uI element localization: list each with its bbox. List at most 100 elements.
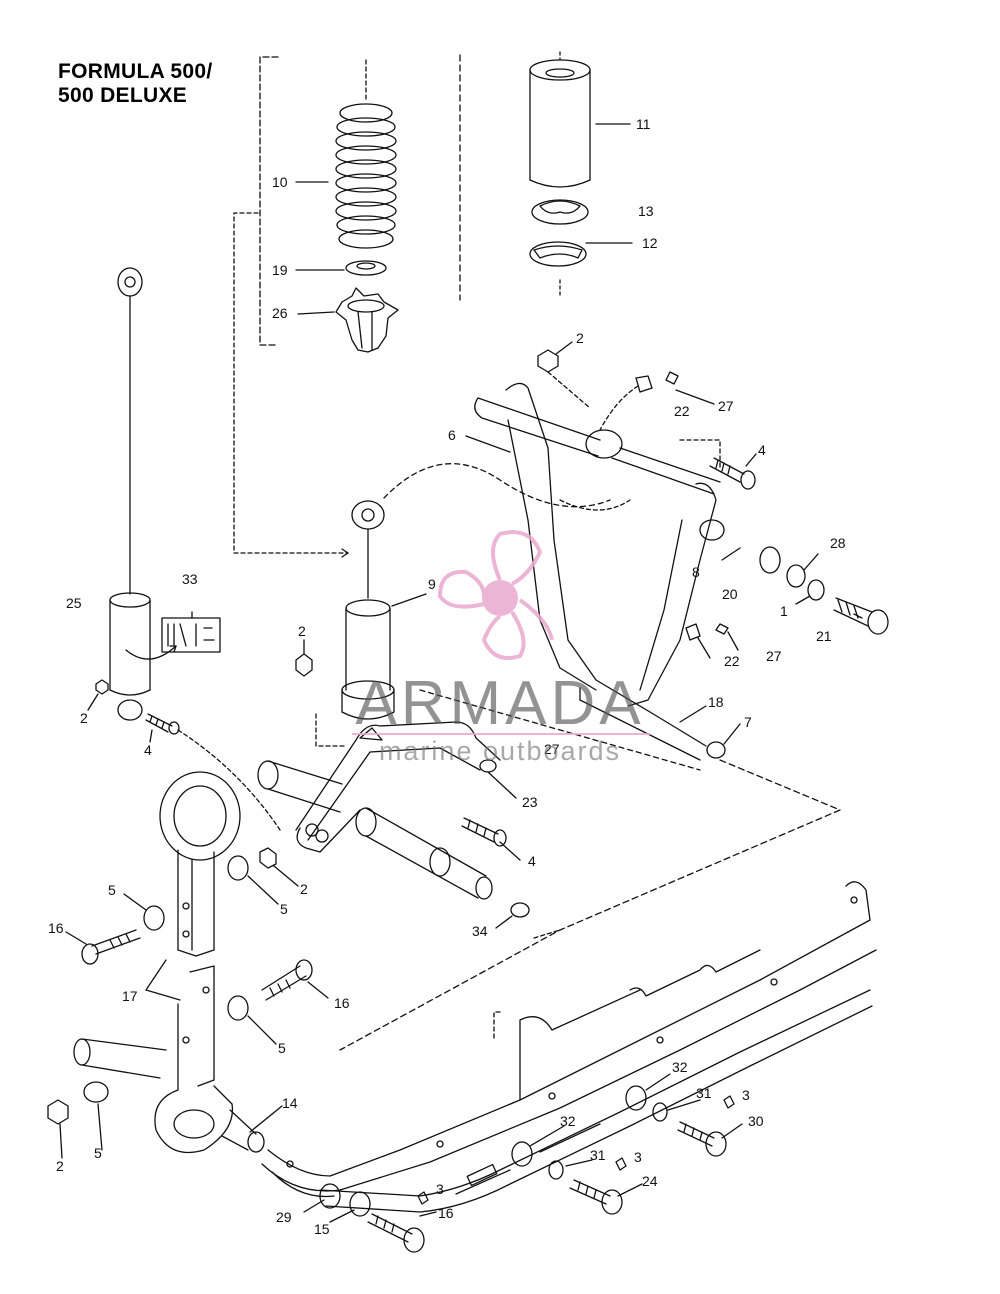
- coil-spring: [335, 59, 397, 249]
- bolt-24: [569, 1179, 623, 1215]
- washer-5-b: [143, 905, 165, 931]
- callout-3-b: 3: [634, 1149, 642, 1165]
- nut-2-c: [47, 1099, 69, 1125]
- grease-fitting-lower: [685, 623, 729, 641]
- callout-26: 26: [272, 305, 288, 321]
- callout-2-top: 2: [576, 330, 584, 346]
- slide-rail-right: [319, 989, 873, 1213]
- washer-1: [807, 579, 825, 601]
- washer-5-d: [83, 1081, 109, 1103]
- callout-16-left: 16: [48, 920, 64, 936]
- callout-5-c: 5: [278, 1040, 286, 1056]
- watermark: ARMADA marine outboards: [352, 530, 650, 766]
- callout-22-lower: 22: [724, 653, 740, 669]
- callout-16-bottom: 16: [438, 1205, 454, 1221]
- callout-3-c: 3: [436, 1181, 444, 1197]
- washer-5-c: [227, 995, 249, 1021]
- callout-2-link: 2: [300, 881, 308, 897]
- shock-absorber: [341, 463, 611, 720]
- washer-31-a: [652, 1102, 668, 1122]
- callout-30: 30: [748, 1113, 764, 1129]
- callout-21: 21: [816, 628, 832, 644]
- callout-15: 15: [314, 1221, 330, 1237]
- watermark-tagline: marine outboards: [379, 736, 621, 766]
- washer-31-b: [548, 1160, 564, 1180]
- diagram-title-line2: 500 DELUXE: [58, 84, 188, 107]
- leader-lines: [59, 123, 863, 1223]
- callout-28: 28: [830, 535, 846, 551]
- nut-3-c: [417, 1191, 429, 1205]
- bolt-4-left: [145, 713, 281, 831]
- callout-23: 23: [522, 794, 538, 810]
- callout-31-b: 31: [590, 1147, 606, 1163]
- callout-4-upper: 4: [758, 442, 766, 458]
- callout-12: 12: [642, 235, 658, 251]
- callout-9: 9: [428, 576, 436, 592]
- front-link: [154, 771, 241, 1154]
- nut-2-b: [259, 847, 277, 869]
- callout-27-lower: 27: [766, 648, 782, 664]
- callout-32-a: 32: [672, 1059, 688, 1075]
- callout-18: 18: [708, 694, 724, 710]
- decal-33: [161, 617, 221, 653]
- nut-2-mid: [295, 653, 313, 677]
- spring-kit-bracket: [259, 56, 279, 346]
- ring-12: [529, 241, 587, 299]
- adjuster-cam: [335, 287, 399, 353]
- ring-13: [531, 199, 589, 225]
- bolt-16-mid: [261, 959, 313, 1001]
- callout-4-mid: 4: [528, 853, 536, 869]
- callout-27-upper: 27: [718, 398, 734, 414]
- washer-20: [759, 546, 781, 574]
- nut-2-left: [95, 679, 109, 695]
- callout-2-left: 2: [80, 710, 88, 726]
- upper-pivot-hardware: [699, 519, 889, 635]
- washer-34: [510, 902, 530, 918]
- callout-19: 19: [272, 262, 288, 278]
- grease-fitting-upper: [599, 371, 679, 431]
- diagram-title-line1: FORMULA 500/: [58, 60, 213, 83]
- callout-17: 17: [122, 988, 138, 1004]
- callout-2-bottom: 2: [56, 1158, 64, 1174]
- bolt-4-mid: [461, 817, 507, 847]
- shock-boot: [529, 51, 591, 188]
- callout-5-d: 5: [94, 1145, 102, 1161]
- cross-shaft-lower: [355, 807, 493, 900]
- callout-2-mid: 2: [298, 623, 306, 639]
- washer-7: [706, 741, 726, 759]
- callout-20: 20: [722, 586, 738, 602]
- callout-5-a: 5: [108, 882, 116, 898]
- assembly-leader: [233, 212, 349, 554]
- watermark-brand: ARMADA: [355, 669, 644, 738]
- nut-3-b: [615, 1157, 627, 1171]
- callout-29: 29: [276, 1209, 292, 1225]
- callout-25: 25: [66, 595, 82, 611]
- callout-16-mid: 16: [334, 995, 350, 1011]
- callout-8: 8: [692, 564, 700, 580]
- bolt-16-bottom: [367, 1213, 425, 1253]
- cross-shaft-upper: [257, 760, 343, 813]
- bolt-4-upper: [679, 439, 756, 490]
- washer-15: [349, 1191, 371, 1217]
- callout-13: 13: [638, 203, 654, 219]
- callout-31-a: 31: [696, 1085, 712, 1101]
- propeller-icon: [437, 530, 554, 660]
- callout-6: 6: [448, 427, 456, 443]
- callout-5-b: 5: [280, 901, 288, 917]
- callout-11: 11: [636, 116, 651, 132]
- callout-22-upper: 22: [674, 403, 690, 419]
- callout-1: 1: [780, 603, 788, 619]
- callout-33: 33: [182, 571, 198, 587]
- lower-cross-shaft: [73, 1038, 265, 1153]
- nut-3-a: [723, 1095, 735, 1109]
- callout-3-a: 3: [742, 1087, 750, 1103]
- callout-10: 10: [272, 174, 288, 190]
- bolt-21: [833, 597, 873, 627]
- rotate-arrow: [125, 645, 177, 660]
- nut-2-top: [537, 349, 591, 409]
- washer-32-b: [511, 1141, 533, 1167]
- callout-27-center: 27: [544, 741, 560, 757]
- washer-28: [786, 564, 806, 588]
- bolt-30: [677, 1121, 727, 1157]
- slide-rail-left: [261, 881, 877, 1198]
